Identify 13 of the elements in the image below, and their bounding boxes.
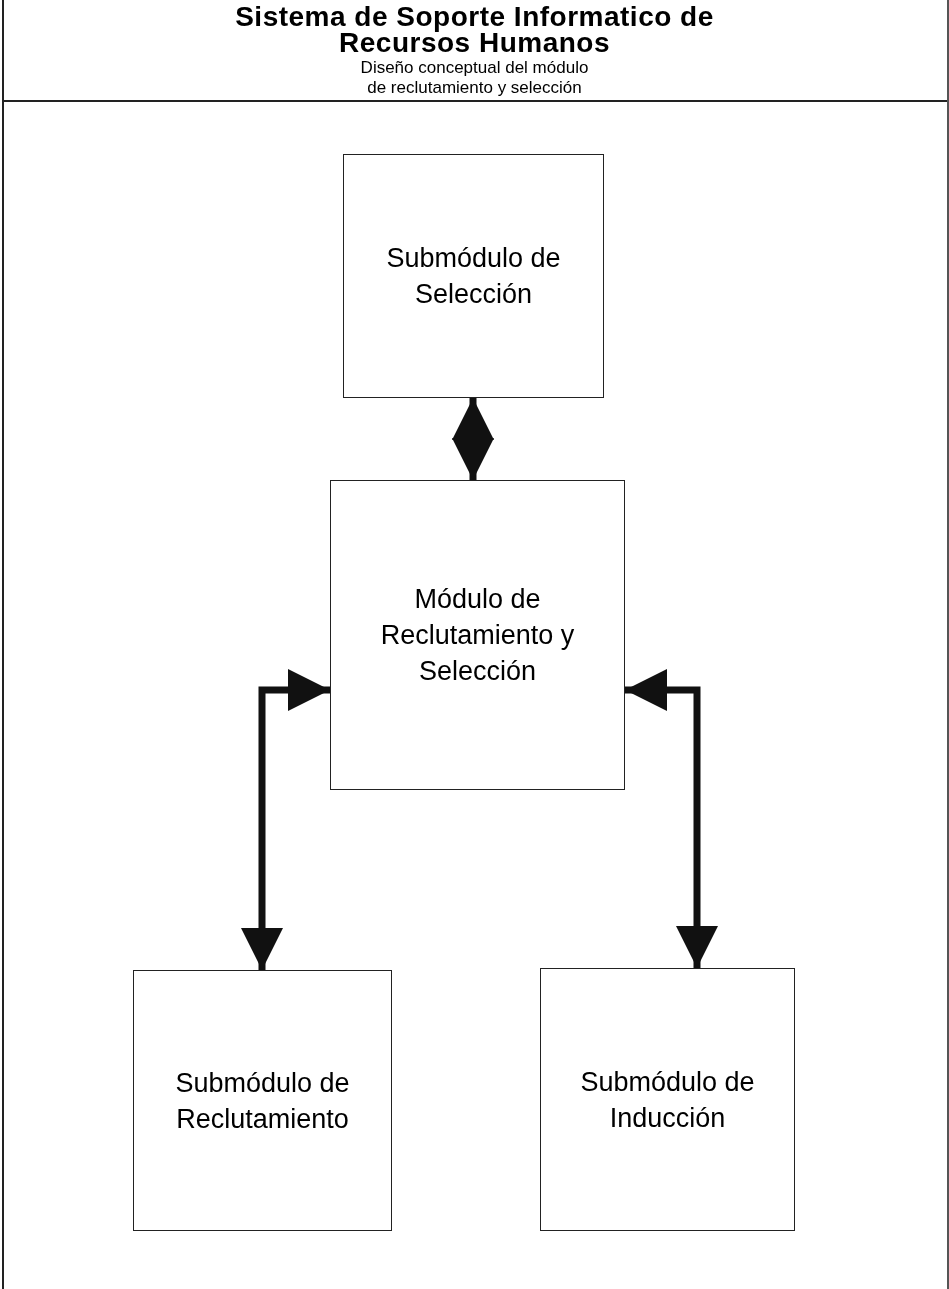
double-arrow — [241, 669, 330, 970]
module-label: Módulo de Reclutamiento y Selección — [379, 583, 576, 688]
module-box — [343, 154, 604, 398]
double-arrow — [452, 398, 494, 480]
subtitle: Diseño conceptual del módulo de reclutamiento y selección — [359, 58, 590, 98]
module-box — [540, 968, 795, 1231]
title: Sistema de Soporte Informatico de Recursos Humanos — [234, 4, 715, 56]
module-label: Submódulo de Inducción — [579, 1065, 756, 1135]
double-arrow — [625, 669, 718, 968]
module-box — [330, 480, 625, 790]
module-box — [133, 970, 392, 1231]
module-label: Submódulo de Reclutamiento — [174, 1066, 351, 1136]
module-label: Submódulo de Selección — [385, 242, 562, 311]
